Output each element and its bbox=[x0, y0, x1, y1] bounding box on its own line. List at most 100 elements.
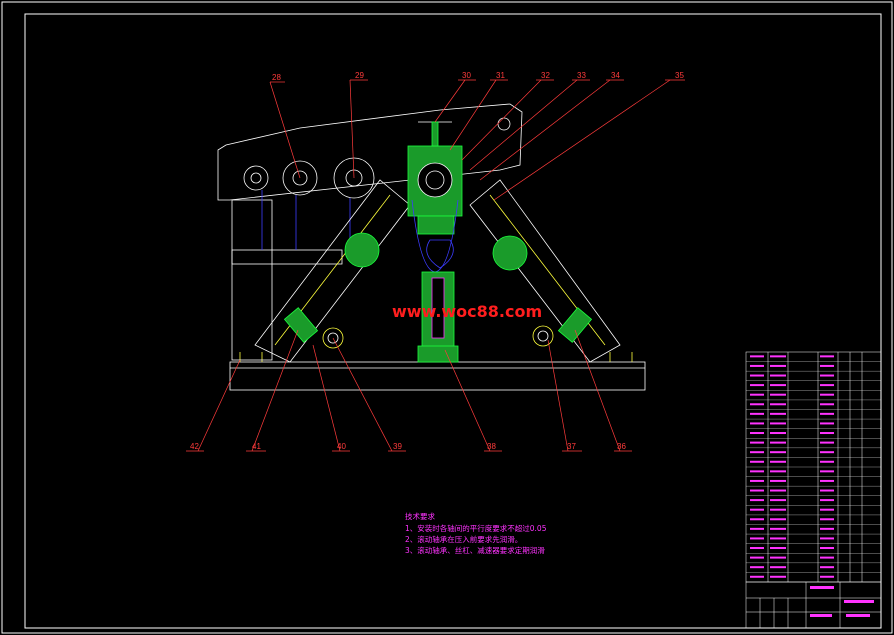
parts-list-cell-mark bbox=[770, 508, 786, 511]
parts-list-cell-mark bbox=[820, 547, 834, 550]
parts-list-cell-mark bbox=[750, 393, 764, 396]
parts-list-cell-mark bbox=[770, 547, 786, 550]
callout-37: 37 bbox=[567, 442, 576, 451]
parts-list-cell-mark bbox=[750, 547, 764, 550]
parts-list-cell-mark bbox=[770, 499, 786, 502]
parts-list-cell-mark bbox=[770, 441, 786, 444]
parts-list-cell-mark bbox=[770, 489, 786, 492]
right-lower-bearing bbox=[532, 325, 554, 347]
parts-list-cell-mark bbox=[750, 527, 764, 530]
parts-list-cell-mark bbox=[750, 451, 764, 454]
callout-35: 35 bbox=[675, 71, 684, 80]
machine-assembly bbox=[217, 103, 646, 391]
parts-list-cell-mark bbox=[770, 518, 786, 521]
parts-list-cell-mark bbox=[820, 355, 834, 358]
tech-note-1: 1、安装时各轴间的平行度要求不超过0.05 bbox=[405, 523, 547, 533]
parts-list-cell-mark bbox=[770, 527, 786, 530]
tech-note-3: 3、滚动轴承、丝杠、减速器要求定期润滑 bbox=[405, 545, 545, 555]
parts-list-cell-mark bbox=[820, 412, 834, 415]
parts-list-cell-mark bbox=[820, 518, 834, 521]
title-block-marks bbox=[810, 586, 874, 617]
parts-list-cell-mark bbox=[820, 499, 834, 502]
technical-notes: 技术要求 1、安装时各轴间的平行度要求不超过0.05 2、滚动轴承在压入前要求先… bbox=[405, 511, 547, 555]
right-inclined-arm bbox=[469, 179, 621, 363]
parts-list-cell-mark bbox=[770, 556, 786, 559]
title-block bbox=[745, 581, 882, 629]
parts-list-cell-mark bbox=[820, 575, 834, 578]
parts-list-cell-mark bbox=[750, 384, 764, 387]
parts-list-cell-mark bbox=[820, 364, 834, 367]
callout-40: 40 bbox=[337, 442, 346, 451]
parts-list-cell-mark bbox=[770, 422, 786, 425]
parts-list-cell-mark bbox=[750, 518, 764, 521]
parts-list-cell-mark bbox=[750, 432, 764, 435]
watermark-text: www.woc88.com bbox=[392, 302, 542, 321]
callout-38: 38 bbox=[487, 442, 496, 451]
callout-31: 31 bbox=[496, 71, 505, 80]
parts-list-cell-mark bbox=[820, 393, 834, 396]
parts-list-cell-mark bbox=[820, 489, 834, 492]
leader-lines bbox=[186, 79, 685, 452]
parts-list-cell-mark bbox=[750, 355, 764, 358]
parts-list-cell-mark bbox=[750, 441, 764, 444]
parts-list-cell-mark bbox=[750, 499, 764, 502]
callout-42: 42 bbox=[190, 442, 199, 451]
parts-list-cell-mark bbox=[770, 412, 786, 415]
callout-30: 30 bbox=[462, 71, 471, 80]
parts-list-cell-mark bbox=[820, 470, 834, 473]
parts-list-cell-mark bbox=[750, 537, 764, 540]
parts-list-cell-mark bbox=[770, 374, 786, 377]
right-roller bbox=[492, 235, 528, 271]
callout-41: 41 bbox=[252, 442, 261, 451]
parts-list-cell-mark bbox=[820, 537, 834, 540]
parts-list-cell-mark bbox=[820, 479, 834, 482]
tech-note-2: 2、滚动轴承在压入前要求先润滑。 bbox=[405, 534, 522, 544]
parts-list-cell-mark bbox=[820, 460, 834, 463]
parts-list-cell-mark bbox=[820, 403, 834, 406]
left-inclined-arm bbox=[254, 179, 411, 363]
parts-list-cell-mark bbox=[750, 374, 764, 377]
callout-34: 34 bbox=[611, 71, 620, 80]
parts-list-cell-mark bbox=[770, 460, 786, 463]
parts-list-cell-mark bbox=[750, 566, 764, 569]
parts-list-cell-mark bbox=[770, 384, 786, 387]
gear-housing bbox=[217, 103, 523, 201]
parts-list-cell-mark bbox=[750, 412, 764, 415]
parts-list-cell-mark bbox=[820, 374, 834, 377]
parts-list-cell-mark bbox=[770, 393, 786, 396]
parts-list-cell-mark bbox=[770, 451, 786, 454]
parts-list-cell-mark bbox=[770, 566, 786, 569]
parts-list-cell-mark bbox=[770, 355, 786, 358]
parts-list-cell-mark bbox=[770, 537, 786, 540]
parts-list-cell-mark bbox=[820, 441, 834, 444]
parts-list-cell-mark bbox=[750, 364, 764, 367]
callout-29: 29 bbox=[355, 71, 364, 80]
parts-list-cell-mark bbox=[820, 556, 834, 559]
parts-list-cell-mark bbox=[820, 508, 834, 511]
parts-list-cell-mark bbox=[750, 508, 764, 511]
callout-28: 28 bbox=[272, 73, 281, 82]
callout-36: 36 bbox=[617, 442, 626, 451]
left-lower-bearing bbox=[322, 327, 344, 349]
parts-list-cell-mark bbox=[750, 470, 764, 473]
parts-list-cell-mark bbox=[820, 527, 834, 530]
parts-list-cell-mark bbox=[820, 451, 834, 454]
parts-list-cell-mark bbox=[750, 556, 764, 559]
parts-list-cell-mark bbox=[750, 575, 764, 578]
tech-notes-title: 技术要求 bbox=[405, 511, 435, 521]
t-handle-screw bbox=[418, 121, 452, 147]
left-column bbox=[231, 199, 273, 361]
parts-list-cell-mark bbox=[770, 403, 786, 406]
parts-list-cell-mark bbox=[770, 479, 786, 482]
callout-33: 33 bbox=[577, 71, 586, 80]
parts-list-cell-mark bbox=[750, 479, 764, 482]
left-roller bbox=[344, 232, 380, 268]
parts-list-cell-mark bbox=[770, 470, 786, 473]
parts-list-cell-mark bbox=[750, 403, 764, 406]
parts-list-rows bbox=[746, 355, 881, 578]
parts-list-cell-mark bbox=[820, 422, 834, 425]
parts-list-cell-mark bbox=[770, 575, 786, 578]
callout-39: 39 bbox=[393, 442, 402, 451]
